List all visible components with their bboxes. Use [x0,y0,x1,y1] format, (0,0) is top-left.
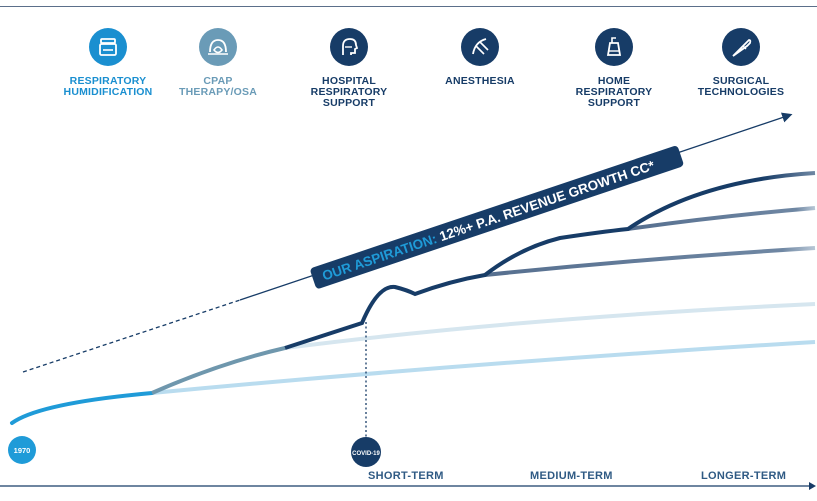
category-label: HOME RESPIRATORY SUPPORT [575,75,653,109]
category-cpap-therapy: CPAP THERAPY/OSA [153,28,283,98]
milestone-covid-label: COVID-19 [352,451,380,457]
category-anesthesia: ANESTHESIA [415,28,545,87]
curve-anesthesia-branch [627,206,816,231]
humidifier-icon [89,28,127,66]
term-longer: LONGER-TERM [701,470,787,482]
term-short: SHORT-TERM [368,470,444,482]
curve-early-humidification [10,391,154,425]
aspiration-prefix: OUR ASPIRATION: [320,231,439,283]
aspiration-text: 12%+ P.A. REVENUE GROWTH CC* [434,158,657,246]
patient-head-icon [330,28,368,66]
category-label: ANESTHESIA [445,75,515,87]
curve-cpap-longterm [284,302,816,350]
milestone-1970-label: 1970 [14,446,31,455]
cpap-mask-icon [199,28,237,66]
category-label: CPAP THERAPY/OSA [178,75,258,98]
category-label: RESPIRATORY HUMIDIFICATION [63,75,153,98]
anesthesia-icon [461,28,499,66]
category-respiratory-humidification: RESPIRATORY HUMIDIFICATION [43,28,173,98]
category-label: HOSPITAL RESPIRATORY SUPPORT [310,75,388,109]
category-label: SURGICAL TECHNOLOGIES [697,75,785,98]
curve-hospital-branch [484,246,816,277]
time-axis-arrow [809,482,816,490]
curve-cpap-segment [151,346,286,395]
home-device-icon [595,28,633,66]
scalpel-icon [722,28,760,66]
aspiration-dashed-line [22,299,241,373]
curve-main-growth [284,171,816,350]
curve-humidification-longterm [151,340,816,395]
category-surgical-technologies: SURGICAL TECHNOLOGIES [676,28,806,98]
milestone-1970: 1970 [8,436,36,464]
category-home-respiratory: HOME RESPIRATORY SUPPORT [549,28,679,109]
term-medium: MEDIUM-TERM [530,470,613,482]
top-rule [0,6,817,7]
milestone-covid: COVID-19 [351,437,381,467]
category-hospital-respiratory: HOSPITAL RESPIRATORY SUPPORT [284,28,414,109]
